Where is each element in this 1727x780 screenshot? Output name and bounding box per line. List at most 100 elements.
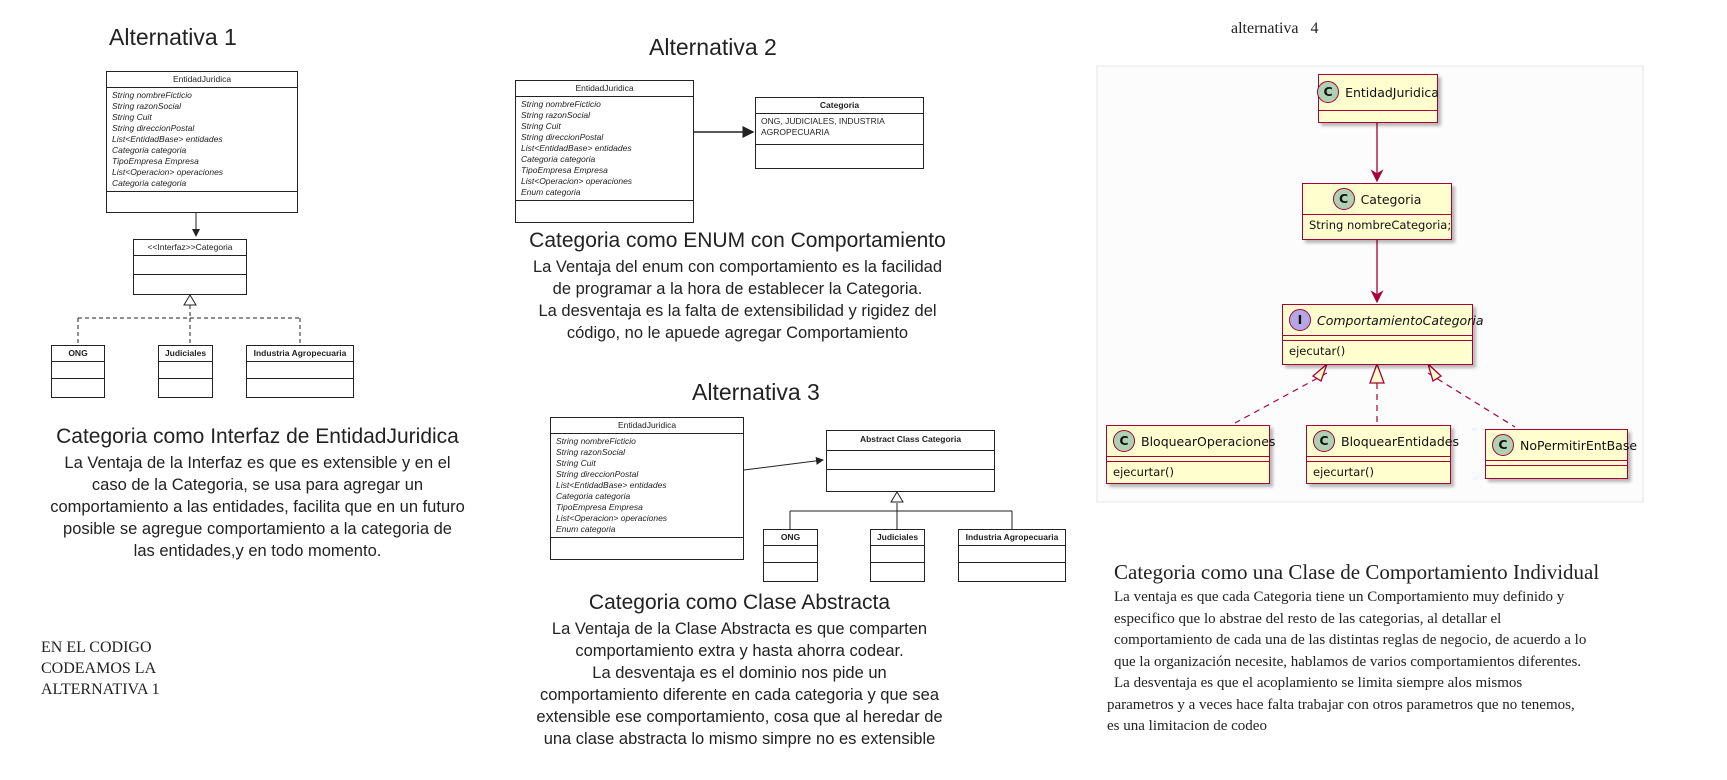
alt3-paragraph: La Ventaja de la Clase Abstracta es que … xyxy=(482,618,997,750)
interface-icon: I xyxy=(1289,309,1311,331)
alt1-realization-lines xyxy=(77,305,301,345)
alt1-subclass-ong: ONG xyxy=(51,345,105,398)
attribute-line: String razonSocial xyxy=(521,110,590,120)
alt4-realization-triangles xyxy=(1311,361,1443,384)
attribute-line: List<EntidadBase> entidades xyxy=(556,480,667,490)
class-icon: C xyxy=(1113,430,1135,452)
alt4-categoria-name: Categoria xyxy=(1360,191,1422,207)
alt1-interfaz-name: <<Interfaz>>Categoria xyxy=(134,240,246,256)
alt1-paragraph: La Ventaja de la Interfaz es que es exte… xyxy=(10,452,505,562)
alt1-subtitle: Categoria como Interfaz de EntidadJuridi… xyxy=(56,425,459,448)
alt4-comportamiento-interface: I ComportamientoCategoria ejecutar() xyxy=(1282,304,1483,365)
attribute-line: String Cuit xyxy=(556,458,596,468)
alt2-subtitle: Categoria como ENUM con Comportamiento xyxy=(529,229,946,252)
attribute-line: String direccionPostal xyxy=(556,469,639,479)
alt3-abstract-name: Abstract Class Categoria xyxy=(827,431,994,451)
alt4-entidad-class: C EntidadJuridica xyxy=(1317,74,1439,123)
attribute-line: Enum categoria xyxy=(556,524,616,534)
enum-values-line: ONG, JUDICIALES, INDUSTRIA xyxy=(761,116,885,126)
alt4-comportamiento-name: ComportamientoCategoria xyxy=(1317,312,1484,328)
alt4-title: alternativa 4 xyxy=(1231,20,1319,37)
class-icon: C xyxy=(1332,188,1355,210)
alt2-entidad-name: EntidadJuridica xyxy=(516,81,693,97)
class-icon: C xyxy=(1313,430,1335,452)
attribute-line: List<Operacion> operaciones xyxy=(112,167,224,177)
alt3-subtitle: Categoria como Clase Abstracta xyxy=(588,591,891,614)
attribute-line: List<EntidadBase> entidades xyxy=(521,143,632,153)
paragraph-line: comportamiento a las entidades, facilita… xyxy=(50,498,465,516)
alt1-subclass-judiciales-name: Judiciales xyxy=(159,346,212,362)
paragraph-line: comportamiento extra y hasta ahorra code… xyxy=(575,642,904,660)
alt4-impl-name: BloquearEntidades xyxy=(1341,433,1459,449)
paragraph-line: extensible ese comportamiento, cosa que … xyxy=(536,708,943,726)
alt3-subclass-ong-name: ONG xyxy=(764,530,817,546)
alt3-subclass-ong: ONG xyxy=(763,529,818,582)
alt3-title: Alternativa 3 xyxy=(692,379,820,405)
paragraph-line: La Ventaja de la Interfaz es que es exte… xyxy=(64,454,451,472)
alt4-realization-lines xyxy=(1234,372,1516,428)
alt4-impl-no-permitir: C NoPermitirEntBase xyxy=(1485,429,1637,479)
enum-values-line: AGROPECUARIA xyxy=(761,127,830,137)
alt4-subtitle: Categoria como una Clase de Comportamien… xyxy=(1114,560,1600,584)
paragraph-line: de programar a la hora de establecer la … xyxy=(552,280,923,298)
alt3-subclass-judiciales: Judiciales xyxy=(870,529,925,582)
alt1-interfaz-class: <<Interfaz>>Categoria xyxy=(133,239,247,295)
attribute-line: String razonSocial xyxy=(556,447,625,457)
alt2-categoria-name: Categoria xyxy=(756,98,923,114)
paragraph-line: especifico que lo abstrae del resto de l… xyxy=(1114,610,1502,627)
paragraph-line: La Ventaja del enum con comportamiento e… xyxy=(532,258,943,276)
paragraph-line: una clase abstracta lo mismo simpre no e… xyxy=(543,730,936,748)
paragraph-line: es una limitacion de codeo xyxy=(1107,718,1267,734)
attribute-line: Categoria categoria xyxy=(521,154,596,164)
alt1-entidad-methods xyxy=(107,192,297,206)
alt1-title: Alternativa 1 xyxy=(109,24,237,50)
note-line: CODEAMOS LA xyxy=(41,660,157,677)
attribute-line: Categoria categoria xyxy=(556,491,631,501)
paragraph-line: La ventaja es que cada Categoria tiene u… xyxy=(1114,589,1565,605)
attribute-line: TipoEmpresa Empresa xyxy=(112,156,199,166)
alt1-subclass-judiciales: Judiciales xyxy=(158,345,213,398)
attribute-line: List<Operacion> operaciones xyxy=(556,513,668,523)
alt1-subclass-industria: Industria Agropecuaria xyxy=(246,345,354,398)
paragraph-line: La Ventaja de la Clase Abstracta es que … xyxy=(551,620,928,638)
note-line: EN EL CODIGO xyxy=(41,639,152,656)
alt4-paragraph: La ventaja es que cada Categoria tiene u… xyxy=(1107,587,1717,738)
alt4-categoria-class: C Categoria String nombreCategoria; xyxy=(1302,183,1452,240)
alt4-comportamiento-method: ejecutar() xyxy=(1283,340,1472,361)
paragraph-line: comportamiento diferente en cada categor… xyxy=(540,686,939,704)
class-icon: C xyxy=(1492,434,1514,456)
alt4-impl-bloquear-entidades: C BloquearEntidades ejecurtar() xyxy=(1306,425,1459,484)
paragraph-line: comportamiento de cada una de las distin… xyxy=(1114,632,1587,648)
attribute-line: String Cuit xyxy=(521,121,561,131)
alt1-code-note: EN EL CODIGO CODEAMOS LA ALTERNATIVA 1 xyxy=(41,637,160,700)
attribute-line: String nombreFicticio xyxy=(521,99,601,109)
alt2-title: Alternativa 2 xyxy=(649,34,777,60)
attribute-line: Categoria categoria xyxy=(112,178,187,188)
alt4-impl-method: ejecurtar() xyxy=(1107,461,1269,482)
attribute-line: String razonSocial xyxy=(112,101,181,111)
alt3-abstract-class: Abstract Class Categoria xyxy=(826,430,995,492)
paragraph-line: posible se agregue comportamiento a la c… xyxy=(63,520,452,538)
paragraph-line: caso de la Categoria, se usa para agrega… xyxy=(91,476,424,494)
alt3-entidad-methods xyxy=(551,538,743,554)
alt4-impl-name: NoPermitirEntBase xyxy=(1520,437,1638,453)
note-line: ALTERNATIVA 1 xyxy=(41,681,160,698)
alt3-assoc-arrow xyxy=(743,456,824,471)
alt4-impl-name: BloquearOperaciones xyxy=(1141,433,1276,449)
paragraph-line: código, no le apuede agregar Comportamie… xyxy=(566,324,909,342)
alt3-entidad-name: EntidadJuridica xyxy=(551,418,743,434)
attribute-line: String Cuit xyxy=(112,112,152,122)
paragraph-line: parametros y a veces hace falta trabajar… xyxy=(1107,696,1575,713)
alt2-paragraph: La Ventaja del enum con comportamiento e… xyxy=(480,256,995,344)
attribute-line: List<Operacion> operaciones xyxy=(521,176,633,186)
alt3-subclass-industria-name: Industria Agropecuaria xyxy=(959,530,1065,546)
attribute-line: String nombreFicticio xyxy=(556,436,636,446)
attribute-line: TipoEmpresa Empresa xyxy=(556,502,643,512)
attribute-line: String direccionPostal xyxy=(112,123,195,133)
alt1-entidad-name: EntidadJuridica xyxy=(107,72,297,88)
alt4-entidad-name: EntidadJuridica xyxy=(1345,84,1439,100)
